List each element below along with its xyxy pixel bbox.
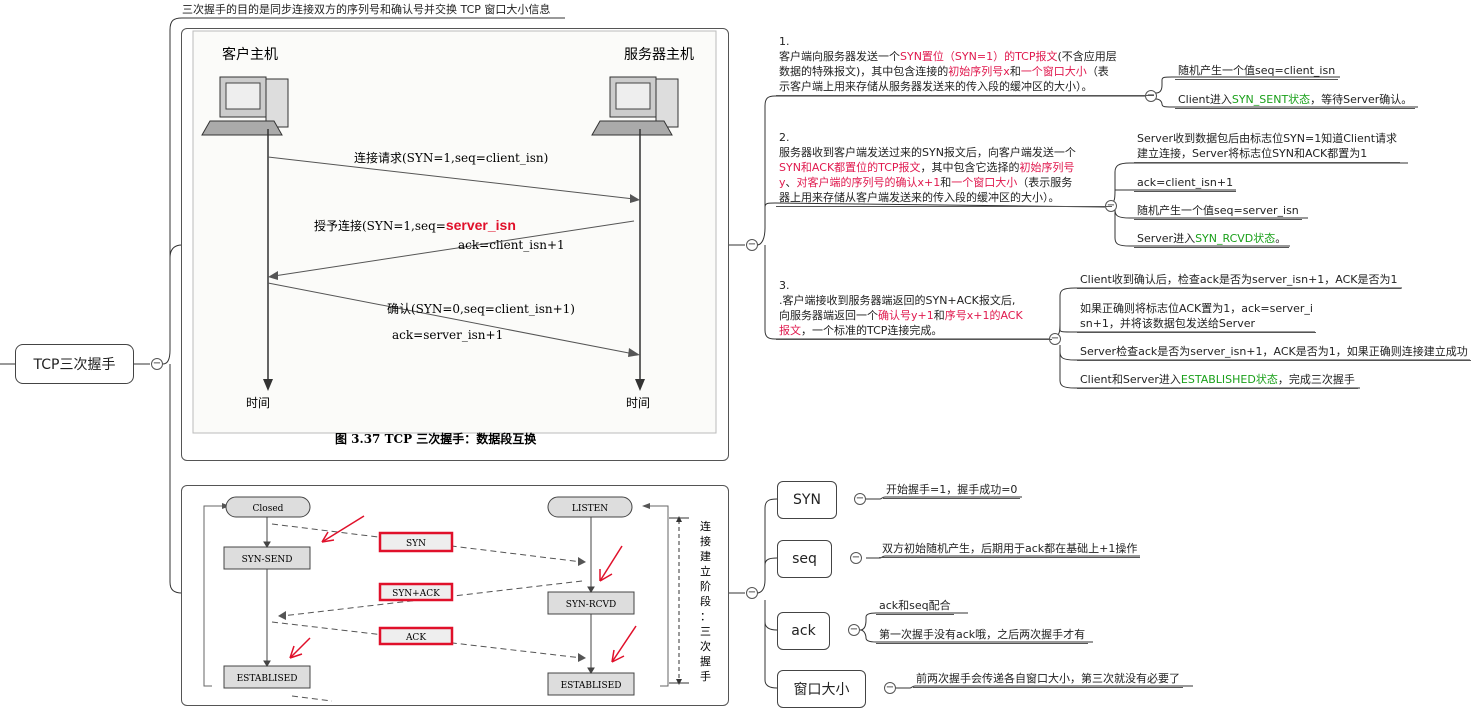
msg2-ack-label: ack=client_isn+1 — [458, 238, 565, 252]
collapse-fig1-toggle[interactable]: − — [746, 239, 758, 251]
collapse-seq-toggle[interactable]: − — [850, 552, 862, 564]
state-syn-send: SYN-SEND — [242, 555, 293, 565]
term-seq-note[interactable]: 双方初始随机产生，后期用于ack都在基础上+1操作 — [879, 541, 1141, 558]
handshake-sequence-diagram: 客户主机 服务器主机 连接请求(SYN=1,seq=client_isn) 授予… — [192, 30, 717, 446]
time-left-label: 时间 — [246, 396, 270, 410]
step3-child-2[interactable]: 如果正确则将标志位ACK置为1，ack=server_i sn+1，并将该数据包… — [1077, 301, 1316, 333]
msg2-label: 授予连接(SYN=1,seq=server_isn — [314, 217, 516, 233]
state-closed: Closed — [253, 504, 284, 514]
step1-node[interactable]: 1. 客户端向服务器发送一个SYN置位（SYN=1）的TCP报文(不含应用层 数… — [776, 34, 1154, 96]
msg1-label: 连接请求(SYN=1,seq=client_isn) — [354, 150, 548, 165]
term-ack-label: ack — [791, 623, 816, 639]
step1-line2: 数据的特殊报文)，其中包含连接的初始序列号x和一个窗口大小（表 — [779, 65, 1109, 78]
step3-line3: 报文，一个标准的TCP连接完成。 — [779, 324, 943, 337]
collapse-root-toggle[interactable]: − — [151, 358, 163, 370]
term-seq-label: seq — [792, 551, 817, 567]
term-syn-label: SYN — [793, 492, 821, 508]
step3-num: 3. — [779, 279, 790, 292]
term-window-label: 窗口大小 — [793, 682, 850, 698]
figure-handshake-sequence[interactable]: 客户主机 服务器主机 连接请求(SYN=1,seq=client_isn) 授予… — [181, 28, 729, 461]
step2-line3: y、对客户端的序列号的确认x+1和一个窗口大小（表示服务 — [779, 176, 1073, 189]
step3-child-1[interactable]: Client收到确认后，检查ack是否为server_isn+1，ACK是否为1 — [1077, 272, 1401, 289]
step1-line1: 客户端向服务器发送一个SYN置位（SYN=1）的TCP报文(不含应用层 — [779, 50, 1117, 63]
server-label: 服务器主机 — [624, 47, 694, 63]
step3-child-4[interactable]: Client和Server进入ESTABLISHED状态，完成三次握手 — [1077, 372, 1358, 389]
state-listen: LISTEN — [572, 504, 608, 514]
msg3-label: 确认(SYN=0,seq=client_isn+1) — [387, 302, 575, 316]
packet-syn: SYN — [406, 539, 426, 549]
state-established-right: ESTABLISED — [561, 681, 622, 691]
packet-synack: SYN+ACK — [392, 589, 440, 599]
collapse-step3-toggle[interactable]: − — [1049, 333, 1061, 345]
step2-child-3[interactable]: 随机产生一个值seq=server_isn — [1134, 203, 1302, 220]
step3-node[interactable]: 3. .客户端接收到服务器端返回的SYN+ACK报文后, 向服务器端返回一个确认… — [776, 278, 1052, 340]
top-note[interactable]: 三次握手的目的是同步连接双方的序列号和确认号并交换 TCP 窗口大小信息 — [182, 3, 551, 16]
collapse-window-toggle[interactable]: − — [884, 682, 896, 694]
step2-line4: 器上用来存储从客户端发送来的传入段的缓冲区的大小）。 — [779, 191, 1060, 204]
state-syn-rcvd: SYN-RCVD — [566, 600, 616, 610]
step3-line1: .客户端接收到服务器端返回的SYN+ACK报文后, — [779, 294, 1016, 307]
step2-child-1-line2: 建立连接，Server将标志位SYN和ACK都置为1 — [1137, 147, 1368, 160]
step2-child-1[interactable]: Server收到数据包后由标志位SYN=1知道Client请求 建立连接，Ser… — [1134, 131, 1401, 163]
term-ack[interactable]: ack — [777, 612, 830, 650]
client-label: 客户主机 — [222, 46, 278, 63]
step1-child-2[interactable]: Client进入SYN_SENT状态，等待Server确认。 — [1175, 92, 1416, 109]
term-seq[interactable]: seq — [777, 540, 832, 578]
step1-line3: 示客户端上用来存储从服务器发送来的传入段的缓冲区的大小）。 — [779, 80, 1093, 93]
term-ack-note-1[interactable]: ack和seq配合 — [876, 598, 954, 615]
step3-child-3[interactable]: Server检查ack是否为server_isn+1，ACK是否为1，如果正确则… — [1077, 344, 1471, 361]
client-computer-icon — [201, 76, 289, 136]
phase-label: 连接建立阶段：三次握手 — [700, 520, 711, 683]
step2-line2: SYN和ACK都置位的TCP报文，其中包含它选择的初始序列号 — [779, 161, 1075, 174]
step3-line2: 向服务器端返回一个确认号y+1和序号x+1的ACK — [779, 309, 1023, 322]
state-established-left: ESTABLISED — [237, 674, 298, 684]
collapse-ack-toggle[interactable]: − — [848, 624, 860, 636]
term-window-note[interactable]: 前两次握手会传递各自窗口大小，第三次就没有必要了 — [913, 671, 1183, 688]
step2-child-1-line1: Server收到数据包后由标志位SYN=1知道Client请求 — [1137, 132, 1398, 145]
step1-child-1[interactable]: 随机产生一个值seq=client_isn — [1175, 63, 1339, 80]
step3-child-2-line2: sn+1，并将该数据包发送给Server — [1080, 317, 1255, 330]
collapse-syn-toggle[interactable]: − — [854, 493, 866, 505]
term-syn-note[interactable]: 开始握手=1，握手成功=0 — [883, 482, 1021, 499]
step2-line1: 服务器收到客户端发送过来的SYN报文后，向客户端发送一个 — [779, 146, 1076, 159]
root-node[interactable]: TCP三次握手 — [15, 344, 134, 384]
state-diagram: Closed LISTEN SYN-SEND SYN-RCVD ESTABLIS… — [203, 496, 711, 702]
collapse-fig2-toggle[interactable]: − — [746, 587, 758, 599]
server-computer-icon — [591, 76, 679, 136]
time-right-label: 时间 — [626, 396, 650, 410]
msg3-ack-label: ack=server_isn+1 — [392, 328, 503, 342]
step2-child-2[interactable]: ack=client_isn+1 — [1134, 175, 1237, 192]
step2-num: 2. — [779, 131, 790, 144]
packet-ack: ACK — [405, 633, 426, 643]
step3-child-2-line1: 如果正确则将标志位ACK置为1，ack=server_i — [1080, 302, 1313, 315]
figure-caption: 图 3.37 TCP 三次握手：数据段互换 — [335, 431, 537, 446]
term-syn[interactable]: SYN — [777, 481, 837, 519]
term-ack-note-2[interactable]: 第一次握手没有ack哦，之后两次握手才有 — [876, 627, 1089, 644]
step2-node[interactable]: 2. 服务器收到客户端发送过来的SYN报文后，向客户端发送一个 SYN和ACK都… — [776, 130, 1112, 207]
step1-num: 1. — [779, 35, 790, 48]
figure-state-diagram[interactable]: Closed LISTEN SYN-SEND SYN-RCVD ESTABLIS… — [181, 485, 729, 706]
root-label: TCP三次握手 — [33, 357, 116, 373]
term-window[interactable]: 窗口大小 — [777, 670, 866, 708]
step2-child-4[interactable]: Server进入SYN_RCVD状态。 — [1134, 231, 1290, 248]
